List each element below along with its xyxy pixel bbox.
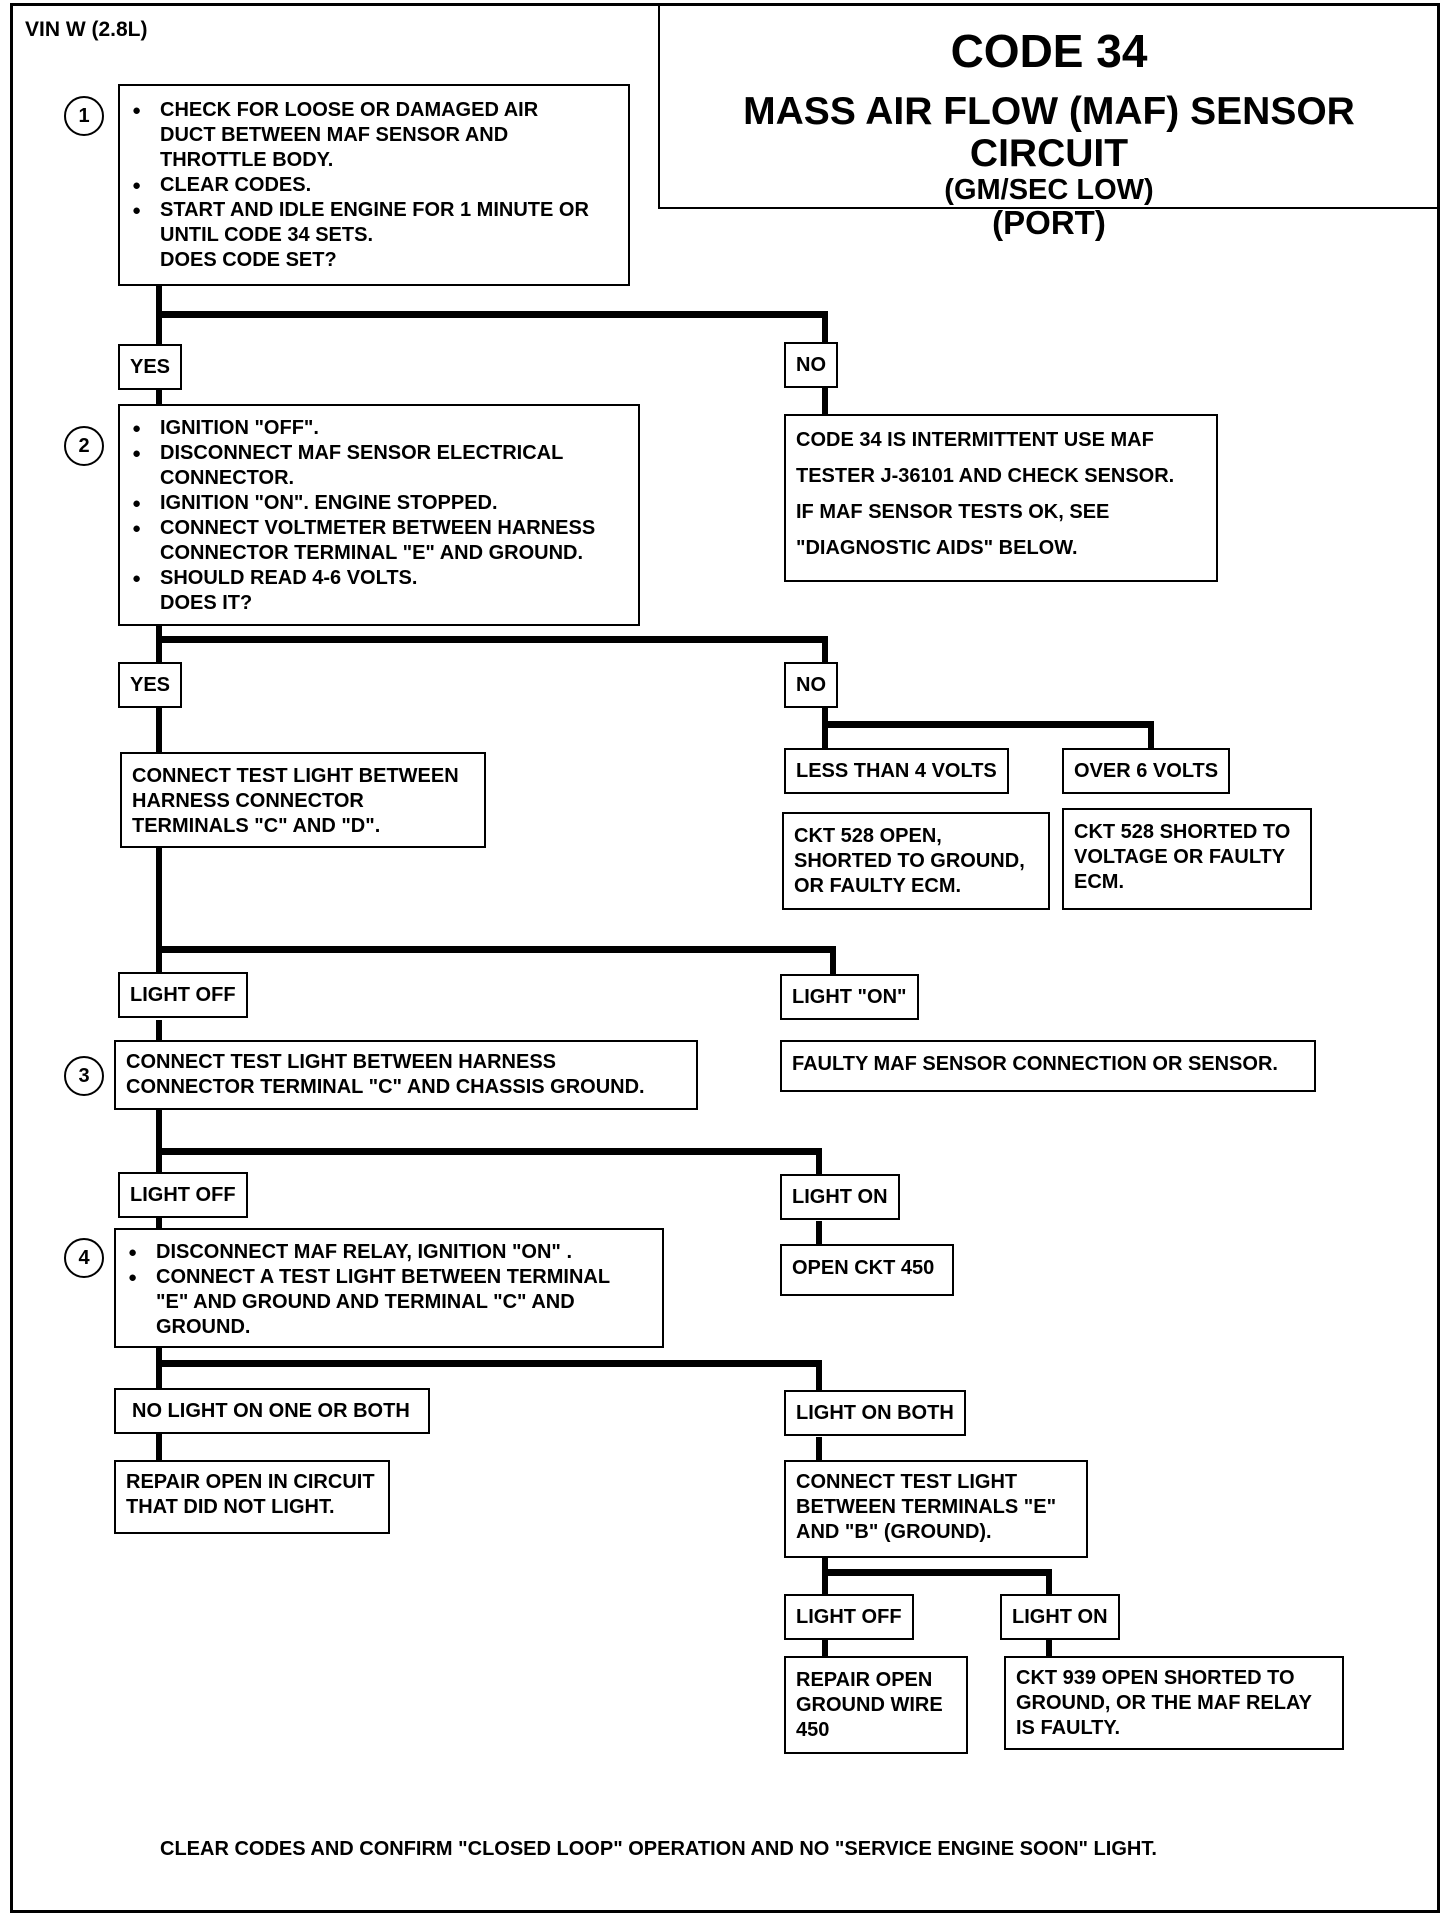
connector-line: [816, 1437, 822, 1463]
connector-line: [156, 1108, 162, 1176]
result-ckt939: CKT 939 OPEN SHORTED TO GROUND, OR THE M…: [1004, 1656, 1344, 1750]
result-faulty-maf: FAULTY MAF SENSOR CONNECTION OR SENSOR.: [780, 1040, 1316, 1092]
result-open-ckt450: OPEN CKT 450: [780, 1244, 954, 1296]
instruction-test-light-eb: CONNECT TEST LIGHT BETWEEN TERMINALS "E"…: [784, 1460, 1088, 1558]
light-on-label: LIGHT ON: [1000, 1594, 1120, 1640]
connector-line: [156, 1432, 162, 1464]
connector-line: [822, 706, 828, 750]
step-2-item: IGNITION "ON". ENGINE STOPPED.: [130, 491, 628, 516]
connector-line: [156, 845, 162, 975]
step-number: 1: [64, 96, 104, 136]
connector-line: [156, 384, 162, 406]
step-2-box: IGNITION "OFF". DISCONNECT MAF SENSOR EL…: [118, 404, 640, 626]
over-6-volts-label: OVER 6 VOLTS: [1062, 748, 1231, 794]
code-title: CODE 34: [950, 25, 1148, 77]
light-off-label: LIGHT OFF: [118, 1172, 248, 1218]
step-4-box: DISCONNECT MAF RELAY, IGNITION "ON" . CO…: [114, 1228, 664, 1348]
title-block: CODE 34 MASS AIR FLOW (MAF) SENSOR CIRCU…: [658, 3, 1438, 241]
connector-line: [156, 1360, 822, 1367]
less-than-4-volts-label: LESS THAN 4 VOLTS: [784, 748, 1009, 794]
page-subtitle: (GM/SEC LOW): [944, 174, 1154, 206]
connector-line: [830, 946, 836, 975]
no-label: NO: [784, 662, 838, 708]
connector-line: [156, 946, 836, 953]
step-2-item: DISCONNECT MAF SENSOR ELECTRICALCONNECTO…: [130, 441, 628, 491]
result-ckt528-short: CKT 528 SHORTED TO VOLTAGE OR FAULTY ECM…: [1062, 808, 1312, 910]
instruction-test-light-cd: CONNECT TEST LIGHT BETWEEN HARNESS CONNE…: [120, 752, 486, 848]
connector-line: [816, 1360, 822, 1394]
connector-line: [1046, 1569, 1052, 1596]
result-intermittent: CODE 34 IS INTERMITTENT USE MAF TESTER J…: [784, 414, 1218, 582]
step-number: 4: [64, 1238, 104, 1278]
page-title: MASS AIR FLOW (MAF) SENSOR CIRCUIT: [743, 90, 1355, 175]
light-on-both-label: LIGHT ON BOTH: [784, 1390, 966, 1436]
step-number: 3: [64, 1056, 104, 1096]
step-4-item: CONNECT A TEST LIGHT BETWEEN TERMINAL"E"…: [126, 1265, 652, 1340]
vin-label: VIN W (2.8L): [25, 18, 148, 41]
step-2-item: IGNITION "OFF".: [130, 416, 628, 441]
light-on-label: LIGHT ON: [780, 1174, 900, 1220]
connector-line: [816, 1148, 822, 1176]
light-on-label: LIGHT "ON": [780, 974, 919, 1020]
connector-line: [816, 1221, 822, 1249]
connector-line: [156, 706, 162, 754]
connector-line: [822, 1556, 828, 1596]
step-2-item: SHOULD READ 4-6 VOLTS.DOES IT?: [130, 566, 628, 616]
connector-line: [822, 1569, 1052, 1576]
step-3-box: CONNECT TEST LIGHT BETWEEN HARNESS CONNE…: [114, 1040, 698, 1110]
light-off-label: LIGHT OFF: [118, 972, 248, 1018]
no-label: NO: [784, 342, 838, 388]
step-number: 2: [64, 426, 104, 466]
footer-note: CLEAR CODES AND CONFIRM "CLOSED LOOP" OP…: [160, 1838, 1157, 1860]
step-1-item: START AND IDLE ENGINE FOR 1 MINUTE ORUNT…: [130, 198, 618, 273]
connector-line: [1148, 721, 1154, 750]
no-light-label: NO LIGHT ON ONE OR BOTH: [114, 1388, 430, 1434]
page-subtitle: (PORT): [992, 204, 1106, 241]
result-repair-open-circuit: REPAIR OPEN IN CIRCUIT THAT DID NOT LIGH…: [114, 1460, 390, 1534]
connector-line: [822, 384, 828, 416]
light-off-label: LIGHT OFF: [784, 1594, 914, 1640]
connector-line: [156, 636, 828, 643]
connector-line: [156, 1148, 822, 1155]
connector-line: [156, 311, 828, 318]
connector-line: [156, 1020, 162, 1044]
connector-line: [822, 636, 828, 664]
result-ckt528-open: CKT 528 OPEN, SHORTED TO GROUND, OR FAUL…: [782, 812, 1050, 910]
connector-line: [822, 311, 828, 346]
connector-line: [822, 721, 1154, 728]
page-frame: [10, 3, 1440, 1913]
connector-line: [1046, 1638, 1052, 1656]
connector-line: [156, 1216, 162, 1236]
connector-line: [822, 1638, 828, 1658]
step-4-item: DISCONNECT MAF RELAY, IGNITION "ON" .: [126, 1240, 652, 1265]
result-repair-ground-wire: REPAIR OPEN GROUND WIRE 450: [784, 1656, 968, 1754]
step-1-item: CLEAR CODES.: [130, 173, 618, 198]
yes-label: YES: [118, 344, 183, 390]
connector-line: [156, 624, 162, 664]
step-2-item: CONNECT VOLTMETER BETWEEN HARNESSCONNECT…: [130, 516, 628, 566]
yes-label: YES: [118, 662, 183, 708]
